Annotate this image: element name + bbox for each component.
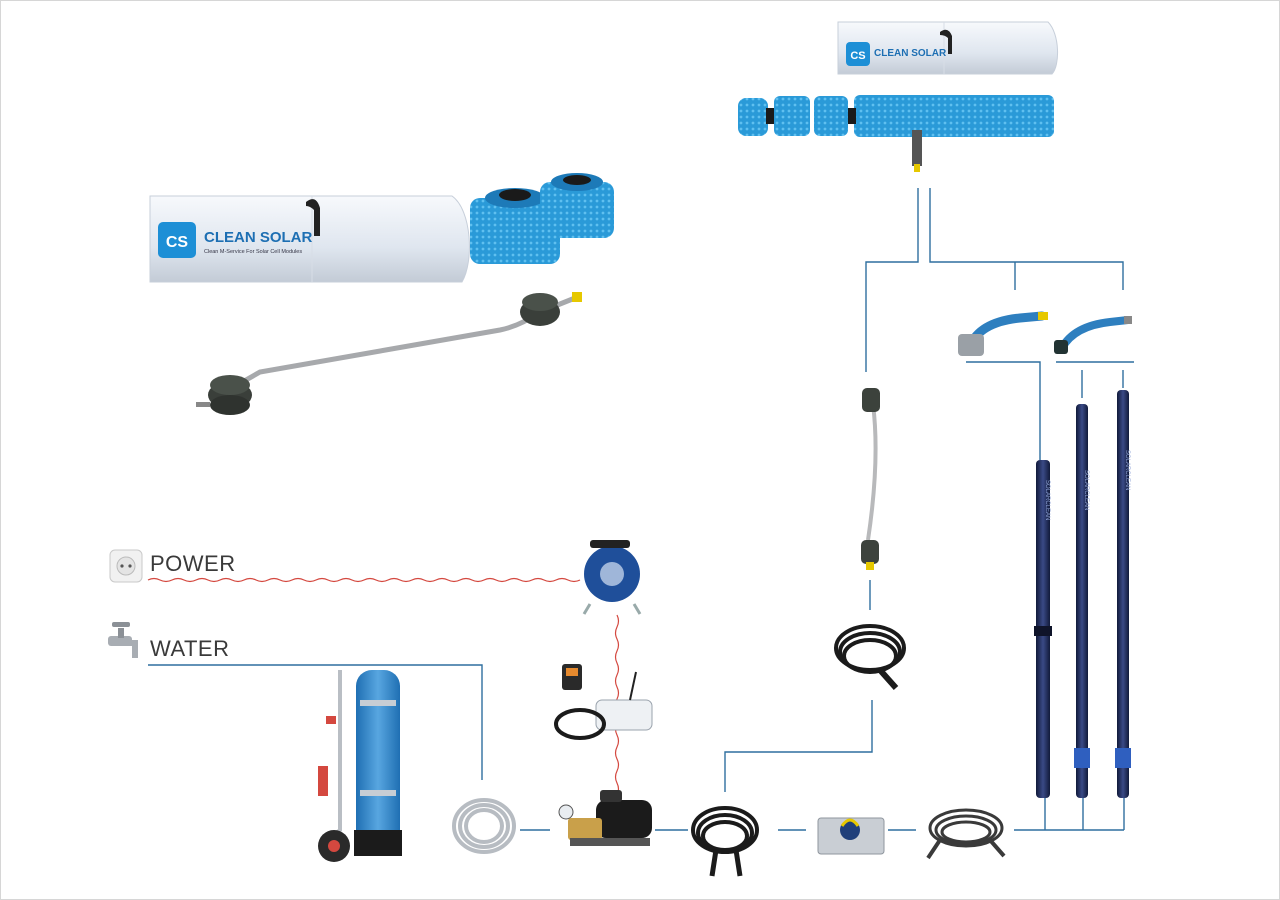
brush-roller-small-2 xyxy=(540,173,614,238)
brand-name: CLEAN SOLAR xyxy=(204,229,313,246)
connector-brush-split-right xyxy=(929,188,1124,290)
pole-print-3: SOLARCLEAN xyxy=(1124,450,1130,490)
connection-lines xyxy=(148,188,1134,831)
power-line-horizontal xyxy=(147,577,581,583)
brush-roller-small-1 xyxy=(470,188,560,264)
pressure-pump-icon xyxy=(558,790,652,846)
brush-cover-small: CS CLEAN SOLAR xyxy=(837,21,1058,75)
brand-logo-large: CS CLEAN SOLAR Clean M-Service For Solar… xyxy=(158,222,313,258)
power-socket-icon xyxy=(109,549,143,583)
hose-coil-bottom-2 xyxy=(926,808,1006,860)
brand-logo-mark: CS xyxy=(166,234,189,251)
hose-coil-white xyxy=(452,798,516,854)
brush-roller-long xyxy=(738,95,1054,172)
connector-water xyxy=(148,664,483,780)
telescopic-pole-2: SOLARCLEAN xyxy=(1074,404,1090,798)
angle-adapter-2 xyxy=(1054,316,1132,354)
pole-print-1: SOLARCLEAN xyxy=(1044,480,1050,520)
hose-coil-bottom-1 xyxy=(691,806,759,877)
hose-coil-upper xyxy=(834,624,906,690)
connector-hose-down xyxy=(724,700,873,792)
brand-tagline: Clean M-Service For Solar Cell Modules xyxy=(204,249,302,255)
telescopic-pole-1: SOLARCLEAN xyxy=(1034,460,1052,798)
brand-logo-mark-small: CS xyxy=(850,50,865,62)
valve-tube-large xyxy=(196,292,582,415)
cable-reel-icon xyxy=(582,540,642,615)
controller-icon xyxy=(554,664,653,740)
brand-name-small: CLEAN SOLAR xyxy=(874,48,947,59)
water-tap-icon xyxy=(108,622,138,658)
water-filter-trolley-icon xyxy=(318,670,402,862)
power-label: POWER xyxy=(150,551,236,576)
water-label: WATER xyxy=(150,636,230,661)
angle-adapter-1 xyxy=(958,311,1048,356)
brush-cover-large xyxy=(149,195,470,283)
telescopic-pole-3: SOLARCLEAN xyxy=(1115,390,1131,798)
connector-adapter-bar-1 xyxy=(966,361,1041,460)
control-panel-icon xyxy=(817,817,885,855)
pole-print-2: SOLARCLEAN xyxy=(1083,470,1089,510)
valve-tube-small xyxy=(861,388,880,570)
connector-brush-split xyxy=(865,188,919,372)
